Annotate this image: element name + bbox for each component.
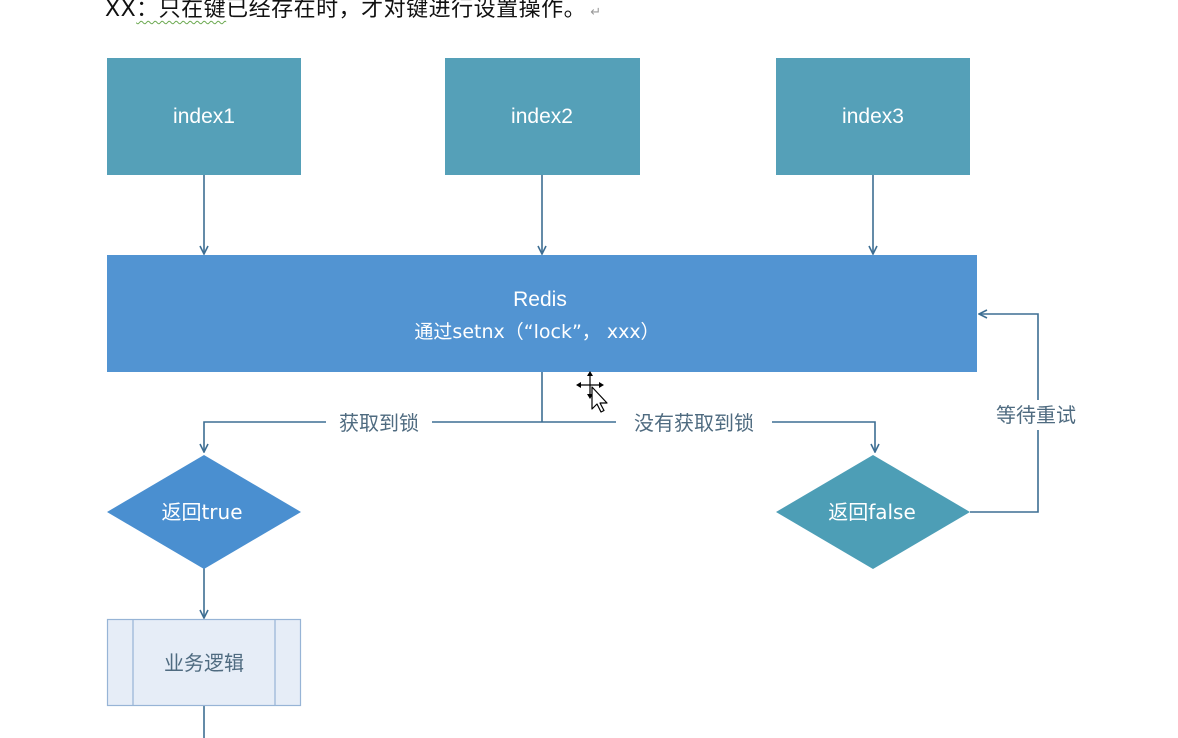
index1-node: index1 — [107, 58, 301, 175]
return-false-label: 返回false — [828, 500, 916, 524]
edge-label-not-acquired-group: 没有获取到锁 — [616, 408, 772, 436]
index3-box — [776, 58, 970, 175]
move-cursor-icon — [576, 371, 608, 413]
index2-node: index2 — [445, 58, 640, 175]
redis-box — [107, 255, 977, 372]
document-text-prefix: XX — [105, 0, 137, 22]
edge-label-wait-retry-group: 等待重试 — [984, 400, 1088, 430]
edge-label-acquired: 获取到锁 — [339, 411, 419, 435]
business-logic-box — [106, 618, 302, 707]
redis-subtitle: 通过setnx（“lock”， xxx） — [414, 321, 659, 343]
edge-label-wait-retry: 等待重试 — [996, 403, 1076, 427]
return-false-diamond — [776, 455, 970, 569]
return-true-label: 返回true — [161, 500, 242, 524]
edge-label-not-acquired: 没有获取到锁 — [634, 411, 754, 435]
business-logic-node: 业务逻辑 — [106, 618, 302, 707]
spellcheck-underlined-text: ：只在键 — [136, 0, 227, 22]
return-false-node: 返回false — [776, 455, 970, 569]
index3-node: index3 — [776, 58, 970, 175]
index1-label: index1 — [173, 105, 235, 128]
index2-label: index2 — [511, 105, 573, 128]
return-true-diamond — [107, 455, 301, 569]
paragraph-mark-icon: ↵ — [590, 5, 602, 20]
document-text-line: XX：只在键已经存在时，才对键进行设置操作。↵ — [105, 0, 602, 23]
return-true-node: 返回true — [107, 455, 301, 569]
edge-label-acquired-group: 获取到锁 — [326, 408, 432, 436]
index2-box — [445, 58, 640, 175]
business-logic-label: 业务逻辑 — [164, 651, 244, 675]
redis-node: Redis 通过setnx（“lock”， xxx） — [107, 255, 977, 372]
document-text-rest: 已经存在时，才对键进行设置操作。 — [226, 0, 587, 22]
index3-label: index3 — [842, 105, 904, 128]
index1-box — [107, 58, 301, 175]
redis-title: Redis — [513, 288, 567, 311]
